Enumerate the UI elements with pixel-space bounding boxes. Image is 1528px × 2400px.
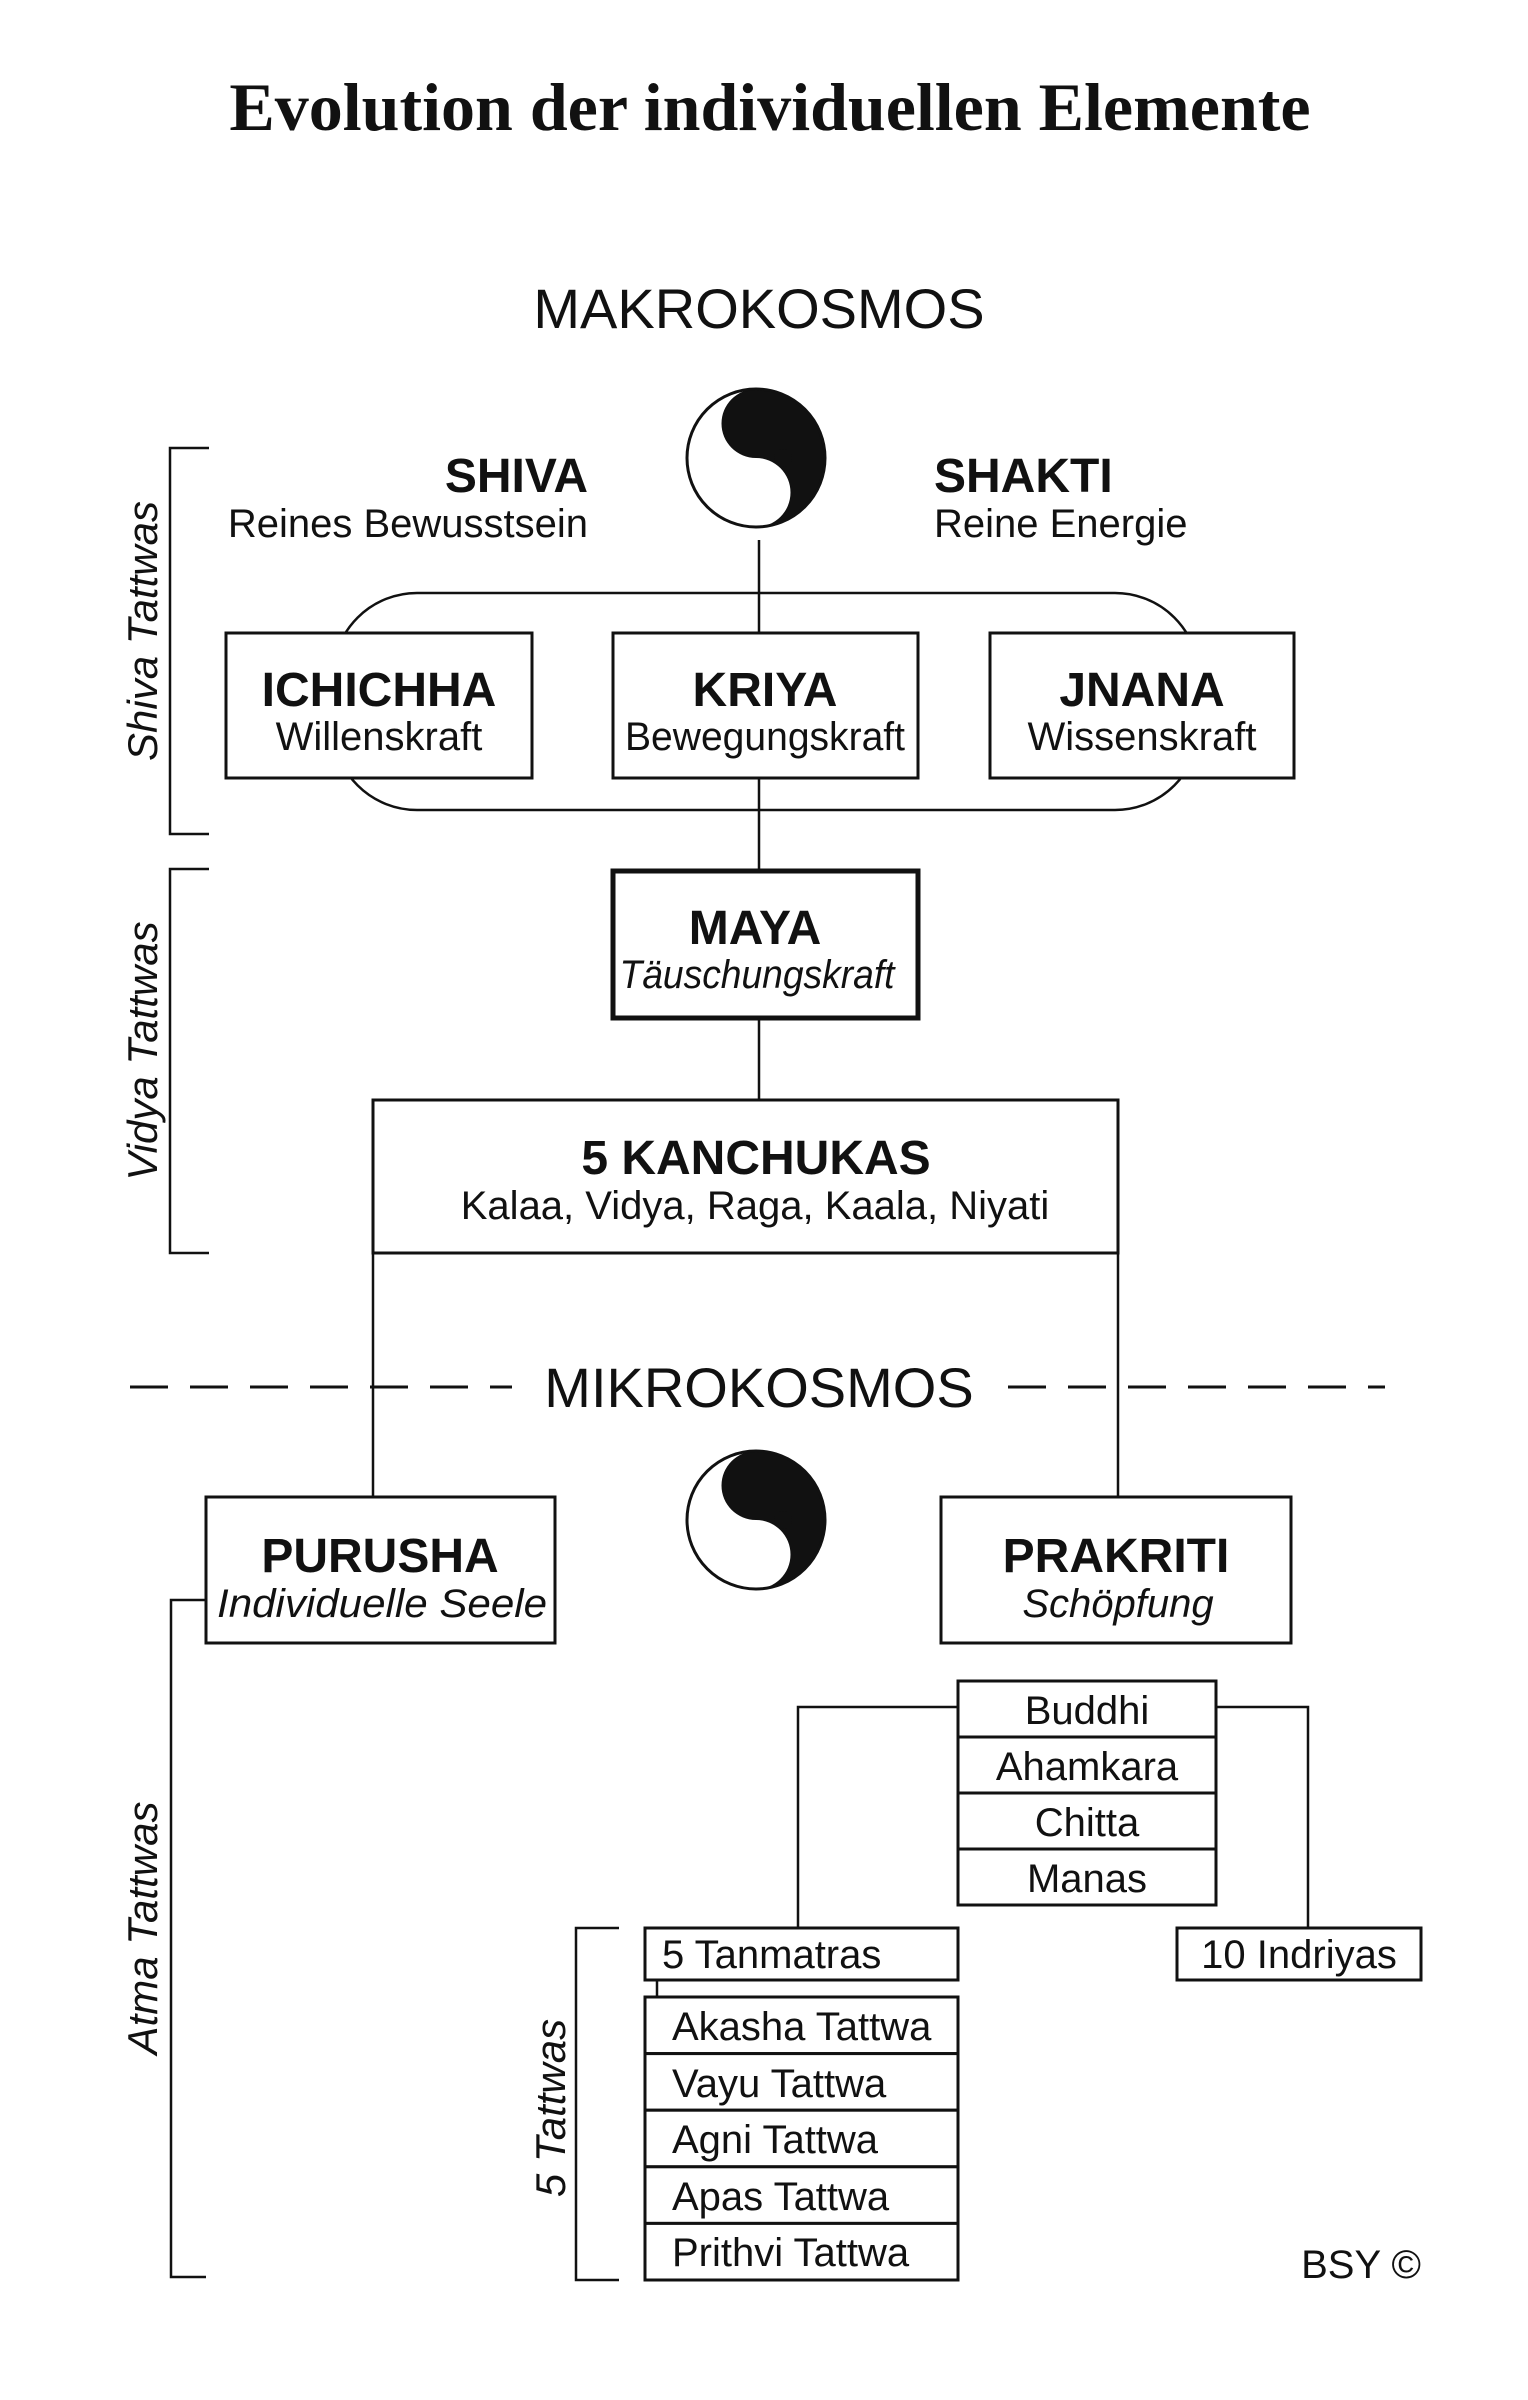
- prakriti-label: PRAKRITI: [1003, 1530, 1230, 1583]
- bracket-five-tattwas: [574, 1926, 619, 2282]
- cell-akasha: Akasha Tattwa: [672, 2005, 932, 2049]
- box-ichichha: ICHICHHA Willenskraft: [224, 631, 534, 780]
- bracket-shiva: [168, 446, 209, 836]
- shiva-label: SHIVA: [445, 450, 588, 503]
- maya-label: MAYA: [689, 902, 822, 955]
- cell-agni: Agni Tattwa: [672, 2118, 879, 2162]
- box-kanchukas: 5 KANCHUKAS Kalaa, Vidya, Raga, Kaala, N…: [371, 1098, 1120, 1255]
- tanmatras-label: 5 Tanmatras: [662, 1933, 881, 1977]
- box-prakriti: PRAKRITI Schöpfung: [939, 1495, 1293, 1645]
- box-maya: MAYA Täuschungskraft: [610, 868, 921, 1021]
- yin-yang-icon: [685, 1449, 827, 1591]
- label-shiva-tattwas: Shiva Tattwas: [119, 501, 166, 761]
- purusha-label: PURUSHA: [261, 1530, 498, 1583]
- ichichha-label: ICHICHHA: [262, 664, 497, 717]
- label-five-tattwas: 5 Tattwas: [527, 2019, 574, 2197]
- page-title: Evolution der individuellen Elemente: [229, 69, 1310, 145]
- box-indriyas: [1175, 1926, 1423, 1982]
- cell-chitta: Chitta: [1035, 1801, 1140, 1845]
- cell-vayu: Vayu Tattwa: [672, 2062, 887, 2106]
- box-tanmatras: [643, 1926, 960, 1982]
- cell-apas: Apas Tattwa: [672, 2175, 890, 2219]
- connector: [1216, 1705, 1310, 1928]
- bracket-vidya: [168, 867, 209, 1255]
- box-purusha: PURUSHA Individuelle Seele: [204, 1495, 557, 1645]
- bracket-atma: [169, 1598, 206, 2279]
- cell-prithvi: Prithvi Tattwa: [672, 2231, 910, 2275]
- kanchukas-label: 5 KANCHUKAS: [581, 1132, 930, 1185]
- shakti-label: SHAKTI: [934, 450, 1113, 503]
- yin-yang-icon: [685, 387, 827, 529]
- box-kriya: KRIYA Bewegungskraft: [611, 631, 920, 780]
- antahkarana-stack: Buddhi Ahamkara Chitta Manas: [956, 1679, 1218, 1907]
- cell-ahamkara: Ahamkara: [996, 1745, 1179, 1789]
- mikrokosmos-heading: MIKROKOSMOS: [544, 1356, 973, 1419]
- purusha-desc: Individuelle Seele: [217, 1582, 547, 1626]
- label-atma-tattwas: Atma Tattwas: [119, 1802, 166, 2058]
- copyright: BSY ©: [1301, 2243, 1421, 2287]
- cell-manas: Manas: [1027, 1857, 1147, 1901]
- kriya-desc: Bewegungskraft: [625, 715, 905, 759]
- box-jnana: JNANA Wissenskraft: [988, 631, 1296, 780]
- kriya-label: KRIYA: [693, 664, 838, 717]
- ichichha-desc: Willenskraft: [276, 715, 483, 759]
- jnana-desc: Wissenskraft: [1028, 715, 1257, 759]
- indriyas-label: 10 Indriyas: [1201, 1933, 1397, 1977]
- maya-desc: Täuschungskraft: [620, 953, 897, 997]
- prakriti-desc: Schöpfung: [1022, 1582, 1213, 1626]
- shiva-desc: Reines Bewusstsein: [228, 502, 588, 546]
- tattwa-stack: Akasha Tattwa Vayu Tattwa Agni Tattwa Ap…: [643, 1995, 960, 2282]
- cell-buddhi: Buddhi: [1025, 1689, 1150, 1733]
- kanchukas-desc: Kalaa, Vidya, Raga, Kaala, Niyati: [461, 1184, 1050, 1228]
- jnana-label: JNANA: [1059, 664, 1224, 717]
- connector: [796, 1705, 958, 1928]
- makrokosmos-heading: MAKROKOSMOS: [533, 277, 984, 340]
- shakti-desc: Reine Energie: [934, 502, 1188, 546]
- label-vidya-tattwas: Vidya Tattwas: [119, 921, 166, 1180]
